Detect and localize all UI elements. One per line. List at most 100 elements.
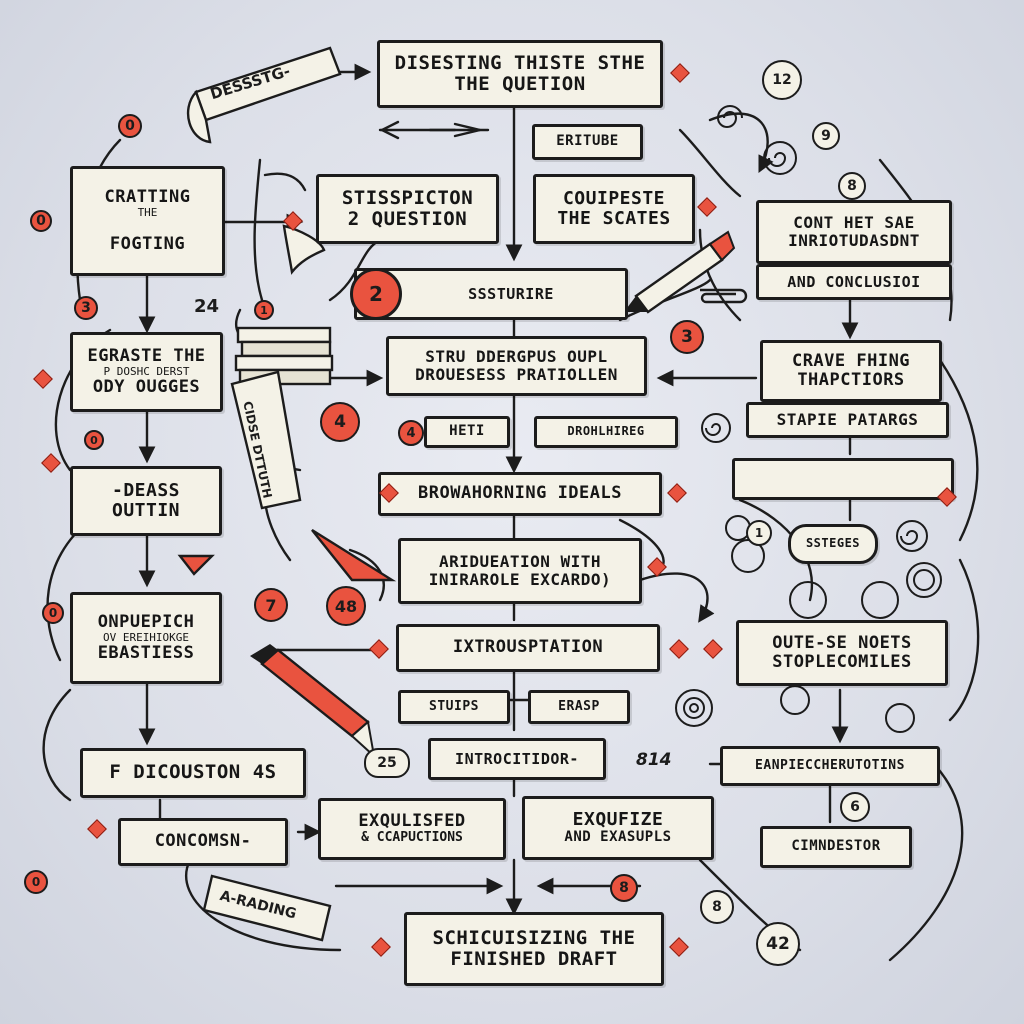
number-badge: 12 (762, 60, 802, 100)
node-line: STOPLECOMILES (772, 652, 912, 672)
number-badge: 1 (746, 520, 772, 546)
number-badge: 0 (42, 602, 64, 624)
number-badge: 42 (756, 922, 800, 966)
number-badge: 48 (326, 586, 366, 626)
number-badge: 0 (118, 114, 142, 138)
number-badge: 8 (700, 890, 734, 924)
node-deass-outtin: -DEASS OUTTIN (70, 466, 222, 536)
node-erasp: ERASP (528, 690, 630, 724)
node-line: HETI (449, 423, 485, 440)
number-badge: 7 (254, 588, 288, 622)
node-and-conclusion: AND CONCLUSIOI (756, 264, 952, 300)
number-label: 24 (194, 296, 220, 317)
node-line: CIMNDESTOR (791, 838, 881, 855)
node-line: EXQULISFED (358, 811, 466, 832)
node-line: ONPUEPICH (97, 611, 195, 632)
node-line: THE SCATES (557, 208, 671, 229)
node-line: CONT HET SAE (793, 213, 915, 233)
node-line: OUTTIN (111, 500, 181, 521)
node-line: THE QUETION (454, 73, 586, 95)
node-line: THE (137, 205, 158, 219)
node-line: BROWAHORNING IDEALS (418, 483, 622, 504)
node-stisspicton-question: STISSPICTON 2 QUESTION (316, 174, 499, 244)
number-badge: 3 (74, 296, 98, 320)
node-oute-se-noets: OUTE-SE NOETS STOPLECOMILES (736, 620, 948, 686)
node-crafting-fogting: CRATTING THE FOGTING (70, 166, 225, 276)
number-badge: 3 (670, 320, 704, 354)
node-line: FOGTING (109, 234, 186, 255)
node-line: STRU DDERGPUS OUPL (425, 347, 608, 367)
node-line: CONCOMSN- (154, 831, 252, 852)
node-line: EGRASTE THE (87, 345, 206, 366)
node-line: P DOSHC DERST (103, 364, 190, 378)
node-staple-patargs: STAPIE PATARGS (746, 402, 949, 438)
number-badge: 1 (254, 300, 274, 320)
node-line: COUIPESTE (562, 187, 666, 209)
number-label: 814 (636, 750, 672, 770)
node-eanpieccherutotins: EANPIECCHERUTOTINS (720, 746, 940, 786)
node-cont-het: CONT HET SAE INRIOTUDASDNT (756, 200, 952, 264)
number-badge: 8 (838, 172, 866, 200)
node-line: DISESTING THISTE STHE (394, 51, 646, 74)
node-line: STUIPS (429, 698, 479, 714)
node-line: -DEASS (111, 479, 181, 501)
node-line: DROUESESS PRATIOLLEN (415, 365, 618, 384)
node-line: CRATTING (104, 186, 191, 207)
node-egraste-body: EGRASTE THE P DOSHC DERST ODY OUGGES (70, 332, 223, 412)
node-chaesdustioen (732, 458, 954, 500)
node-concomsn: CONCOMSN- (118, 818, 288, 866)
node-line: ARIDUEATION WITH (438, 552, 602, 572)
node-exqulisfed: EXQULISFED & CCAPUCTIONS (318, 798, 506, 860)
node-line: EANPIECCHERUTOTINS (755, 757, 905, 773)
number-badge: 4 (320, 402, 360, 442)
node-line: FINISHED DRAFT (450, 948, 618, 970)
node-line: DROHLHIREG (567, 424, 645, 439)
node-browahorning-ideals: BROWAHORNING IDEALS (378, 472, 662, 516)
node-line: SSTEGES (805, 536, 861, 551)
node-line: AND EXASUPLS (564, 829, 672, 846)
node-line: ERITUBE (556, 133, 619, 150)
node-line: CRAVE FHING (791, 350, 911, 371)
number-badge: 8 (610, 874, 638, 902)
node-crave-thapctiors: CRAVE FHING THAPCTIORS (760, 340, 942, 402)
number-badge: 0 (84, 430, 104, 450)
node-line: ERASP (558, 698, 600, 714)
node-line: THAPCTIORS (797, 370, 905, 390)
number-badge: 25 (364, 748, 410, 778)
number-badge: 0 (24, 870, 48, 894)
node-line: STISSPICTON (341, 186, 474, 209)
node-line: & CCAPUCTIONS (361, 830, 463, 846)
node-line: OUTE-SE NOETS (772, 632, 912, 653)
node-line: 2 QUESTION (347, 208, 468, 230)
number-badge: 4 (398, 420, 424, 446)
node-entitube: ERITUBE (532, 124, 643, 160)
node-line: AND CONCLUSIOI (787, 272, 921, 291)
book-stack-icon (234, 326, 334, 386)
node-line: SCHICUISIZING THE (432, 926, 636, 949)
node-disesting-question: DISESTING THISTE STHE THE QUETION (377, 40, 663, 108)
spiral-icon (716, 105, 743, 128)
node-line: INIRAROLE EXCARDO) (428, 570, 612, 589)
node-f-dicouston: F DICOUSTON 4S (80, 748, 306, 798)
node-line: IXTROUSPTATION (452, 637, 604, 658)
node-line: STAPIE PATARGS (776, 410, 919, 430)
node-introcitidor: INTROCITIDOR- (428, 738, 606, 780)
node-heti: HETI (424, 416, 510, 448)
node-schicuisizing-draft: SCHICUISIZING THE FINISHED DRAFT (404, 912, 664, 986)
number-badge: 9 (812, 122, 840, 150)
node-onpuepich: ONPUEPICH OV EREIHIOKGE EBASTIESS (70, 592, 222, 684)
node-line: SSSTURIRE (468, 284, 554, 303)
node-line: INRIOTUDASDNT (788, 231, 920, 250)
node-line: F DICOUSTON 4S (109, 761, 277, 784)
node-exqufize: EXQUFIZE AND EXASUPLS (522, 796, 714, 860)
paperclip-icon (700, 288, 748, 304)
node-cimndestor: CIMNDESTOR (760, 826, 912, 868)
node-line: OV EREIHIOKGE (102, 630, 190, 644)
pencil-icon (624, 230, 736, 314)
number-badge: 0 (30, 210, 52, 232)
pencil-icon (250, 644, 376, 759)
node-line: INTROCITIDOR- (455, 749, 579, 768)
node-coupeste-scates: COUIPESTE THE SCATES (533, 174, 695, 244)
node-ixtrousptation: IXTROUSPTATION (396, 624, 660, 672)
